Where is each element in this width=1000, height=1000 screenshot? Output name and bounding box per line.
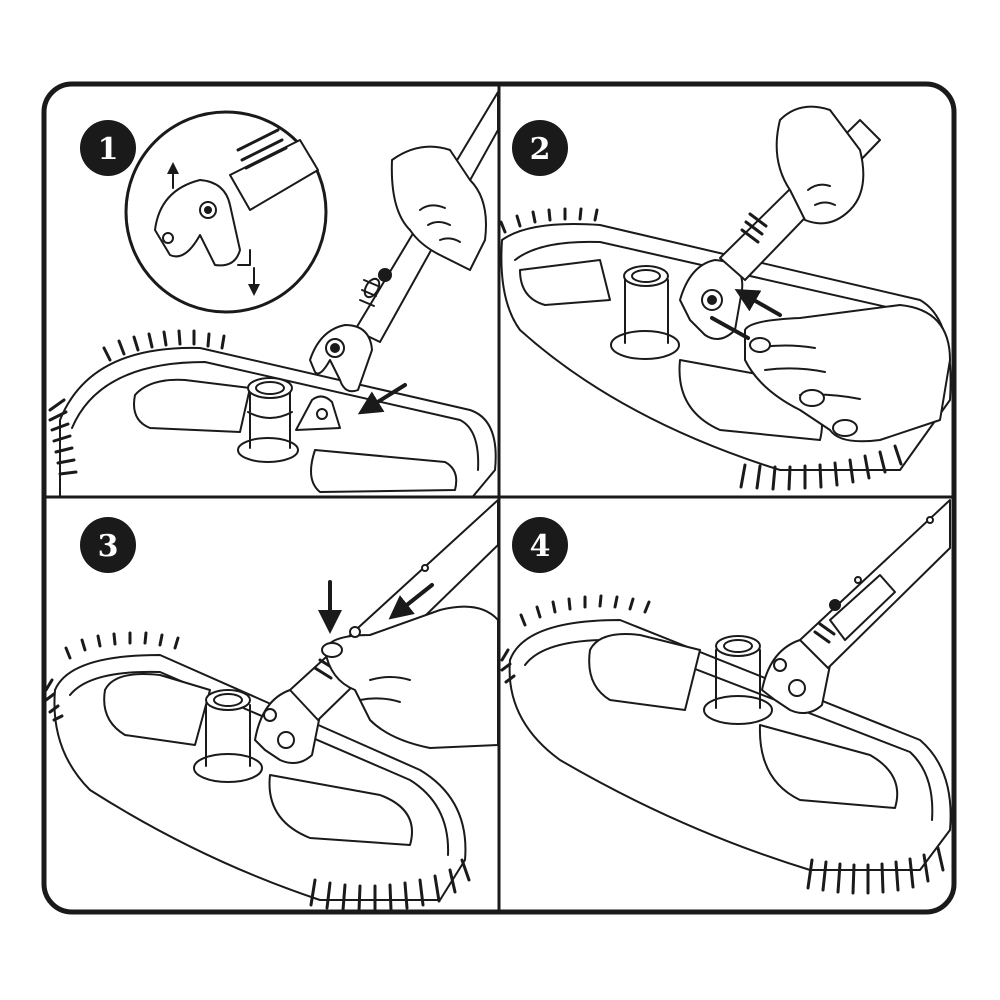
direction-arrow-diagonal: [388, 583, 434, 620]
vacuum-head: [59, 346, 497, 496]
handle-clip: [254, 688, 321, 765]
direction-arrow: [357, 383, 407, 415]
mounting-bracket: [295, 395, 341, 431]
bristle-brush-bottom: [500, 207, 903, 491]
hand-pressing-button: [321, 605, 498, 749]
telescopic-pole-locked: [799, 499, 951, 669]
panel-step-4: [500, 499, 952, 895]
panel-step-3: [46, 499, 498, 910]
lower-hand-inserting-pin: [744, 304, 951, 443]
vacuum-head: [508, 619, 952, 871]
hand: [390, 145, 487, 271]
step-number: 1: [98, 132, 119, 167]
pin: [710, 316, 750, 340]
vacuum-port: [237, 377, 299, 463]
panel-grid: [41, 81, 957, 915]
detail-magnifier: [124, 110, 328, 314]
step-badge-circle: [80, 517, 136, 573]
bristle-brush: [500, 594, 945, 895]
step-badge-3: 3: [80, 517, 136, 573]
step-badge-2: 2: [512, 120, 568, 176]
step-number: 4: [530, 529, 551, 564]
spring-button: [349, 626, 361, 638]
step-badge-1: 1: [80, 120, 136, 176]
panel-step-1: [48, 91, 498, 496]
vacuum-port: [193, 689, 263, 783]
step-badge-circle: [512, 517, 568, 573]
step-number: 3: [98, 529, 119, 564]
vacuum-port: [610, 265, 680, 360]
panel-step-2: [500, 105, 952, 491]
vacuum-port: [703, 635, 773, 725]
handle-clip: [309, 324, 373, 393]
step-badge-4: 4: [512, 517, 568, 573]
step-badge-circle: [80, 120, 136, 176]
step-badge-circle: [512, 120, 568, 176]
step-number: 2: [530, 132, 551, 167]
bristle-brush-left: [48, 329, 226, 476]
bristle-brush: [46, 631, 471, 910]
upper-hand: [775, 105, 865, 225]
direction-arrow: [734, 289, 782, 317]
